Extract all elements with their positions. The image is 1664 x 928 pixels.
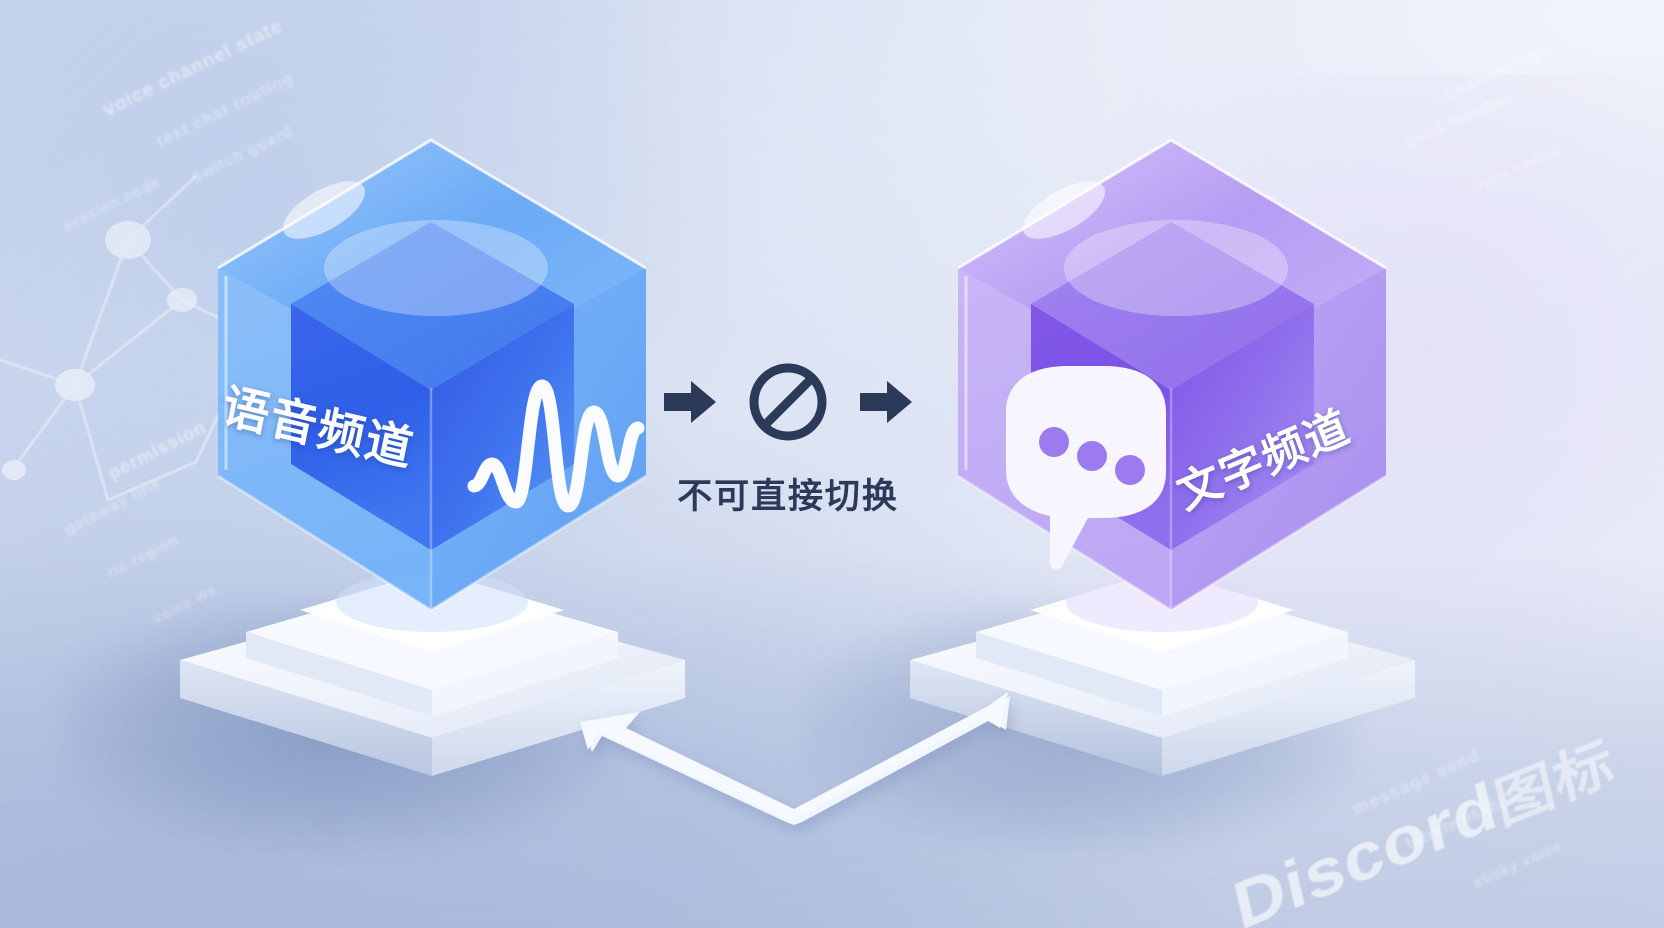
arrow-right-icon [664,381,716,423]
voice-channel-cube[interactable] [196,118,666,628]
double-headed-v-arrow-icon [580,692,1010,825]
left-pedestal [180,570,685,776]
chat-bubble-icon [1006,366,1166,570]
no-entry-icon [749,363,827,441]
blocked-transition-indicator [664,363,912,441]
waveform-icon [467,379,645,513]
arrow-right-icon [860,381,912,423]
blocked-transition-caption: 不可直接切换 [677,477,899,516]
text-channel-cube[interactable] [936,118,1406,628]
